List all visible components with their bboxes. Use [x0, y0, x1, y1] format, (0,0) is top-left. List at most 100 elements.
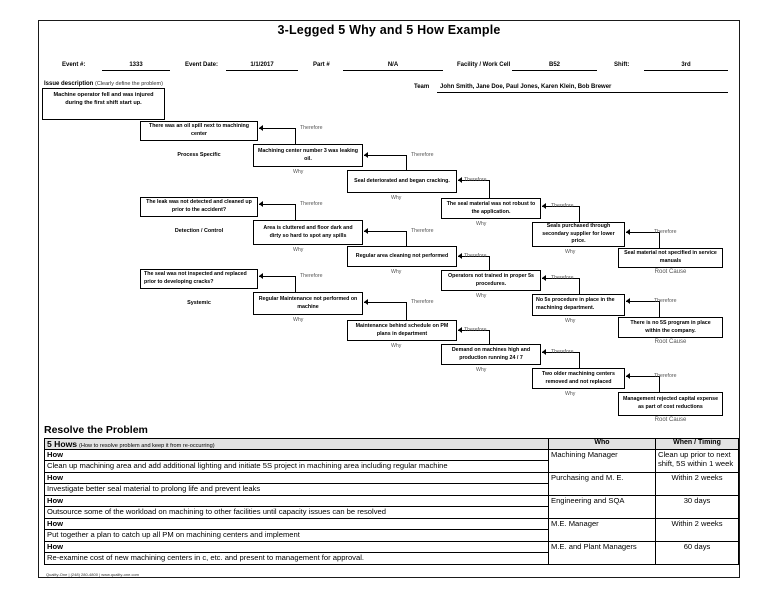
who-value-5[interactable]: M.E. and Plant Managers [548, 541, 656, 565]
table-title-cell: 5 Hows (How to resolve problem and keep … [44, 438, 549, 450]
how-text-1[interactable]: Clean up machining area and add addition… [44, 460, 549, 473]
table-row: How M.E. Manager Within 2 weeks [44, 518, 739, 542]
how-label-2: How [44, 472, 549, 484]
connector-leg3-2 [364, 299, 407, 324]
connector-leg1-1 [259, 125, 296, 150]
connector-leg2-1 [259, 201, 296, 226]
when-value-3[interactable]: 30 days [655, 495, 739, 519]
leg-label-systemic: Systemic [187, 300, 211, 306]
event-number-value[interactable]: 1333 [129, 62, 143, 68]
therefore-label-leg3-3: Therefore [464, 327, 487, 333]
why-box-leg2-1[interactable]: The leak was not detected and cleaned up… [140, 197, 258, 217]
therefore-label-leg2-5: Therefore [654, 298, 677, 304]
therefore-label-leg3-2: Therefore [411, 299, 434, 305]
who-value-4[interactable]: M.E. Manager [548, 518, 656, 542]
facility-rule [512, 58, 597, 71]
why-box-leg2-6-root[interactable]: There is no 5S program in place within t… [618, 317, 723, 338]
why-box-leg3-3[interactable]: Maintenance behind schedule on PM plans … [347, 320, 457, 341]
event-number-rule [102, 58, 170, 71]
why-box-leg1-1[interactable]: There was an oil spill next to machining… [140, 121, 258, 141]
why-box-leg1-4[interactable]: The seal material was not robust to the … [441, 198, 541, 219]
column-header-when: When / Timing [655, 438, 739, 450]
why-box-leg3-1[interactable]: The seal was not inspected and replaced … [140, 269, 258, 289]
how-label-1: How [44, 449, 549, 461]
who-value-2[interactable]: Purchasing and M. E. [548, 472, 656, 496]
how-label-4: How [44, 518, 549, 530]
when-value-2[interactable]: Within 2 weeks [655, 472, 739, 496]
connector-leg2-4 [542, 275, 580, 298]
when-value-1[interactable]: Clean up prior to next shift, 5S within … [655, 449, 739, 473]
leg-label-process-specific: Process Specific [177, 152, 221, 158]
therefore-label-leg3-4: Therefore [551, 349, 574, 355]
therefore-label-leg1-1: Therefore [300, 125, 323, 131]
why-box-leg3-2[interactable]: Regular Maintenance not performed on mac… [253, 292, 363, 315]
why-label-leg2-3: Why [476, 293, 487, 299]
event-date-rule [226, 58, 298, 71]
why-box-leg2-5[interactable]: No 5s procedure in place in the machinin… [532, 294, 625, 316]
table-row: How M.E. and Plant Managers 60 days [44, 541, 739, 565]
connector-leg3-1 [259, 273, 296, 298]
how-text-5[interactable]: Re-examine cost of new machining centers… [44, 552, 549, 565]
why-label-leg3-4: Why [565, 391, 576, 397]
why-box-leg2-2[interactable]: Area is cluttered and floor dark and dir… [253, 220, 363, 245]
why-box-leg1-2[interactable]: Machining center number 3 was leaking oi… [253, 144, 363, 167]
table-row: How Purchasing and M. E. Within 2 weeks [44, 472, 739, 496]
facility-value[interactable]: B52 [548, 62, 560, 68]
why-label-leg1-4: Why [565, 249, 576, 255]
why-label-leg2-1: Why [293, 247, 304, 253]
part-number-value[interactable]: N/A [387, 62, 399, 68]
therefore-label-leg2-2: Therefore [411, 228, 434, 234]
how-text-4[interactable]: Put together a plan to catch up all PM o… [44, 529, 549, 542]
shift-value[interactable]: 3rd [681, 62, 691, 68]
why-box-leg3-5[interactable]: Two older machining centers removed and … [532, 368, 625, 389]
issue-description-label: Issue description (Clearly define the pr… [44, 81, 163, 87]
why-box-leg3-4[interactable]: Demand on machines high and production r… [441, 344, 541, 365]
therefore-label-leg1-2: Therefore [411, 152, 434, 158]
connector-leg2-5 [626, 298, 660, 321]
table-row: How Machining Manager Clean up prior to … [44, 449, 739, 473]
column-header-who: Who [548, 438, 656, 450]
connector-leg2-2 [364, 228, 407, 253]
therefore-label-leg1-3: Therefore [464, 177, 487, 183]
therefore-label-leg1-4: Therefore [551, 203, 574, 209]
why-box-leg2-4[interactable]: Operators not trained in proper 5s proce… [441, 270, 541, 291]
team-value[interactable]: John Smith, Jane Doe, Paul Jones, Karen … [440, 84, 612, 90]
therefore-label-leg3-5: Therefore [654, 373, 677, 379]
therefore-label-leg1-5: Therefore [654, 229, 677, 235]
who-value-3[interactable]: Engineering and SQA [548, 495, 656, 519]
why-label-leg1-1: Why [293, 169, 304, 175]
how-text-2[interactable]: Investigate better seal material to prol… [44, 483, 549, 496]
issue-description-box[interactable]: Machine operator fell and was injured du… [42, 88, 165, 120]
how-label-3: How [44, 495, 549, 507]
who-value-1[interactable]: Machining Manager [548, 449, 656, 473]
shift-label: Shift: [614, 62, 630, 68]
facility-label: Facility / Work Cell [457, 62, 511, 68]
shift-rule [644, 58, 728, 71]
why-box-leg1-5[interactable]: Seals purchased through secondary suppli… [532, 222, 625, 247]
table-row: Re-examine cost of new machining centers… [44, 552, 739, 565]
connector-leg3-3 [458, 327, 490, 350]
why-label-leg2-2: Why [391, 269, 402, 275]
why-box-leg2-3[interactable]: Regular area cleaning not performed [347, 246, 457, 267]
table-row: How Engineering and SQA 30 days [44, 495, 739, 519]
connector-leg3-5 [626, 373, 660, 396]
when-value-4[interactable]: Within 2 weeks [655, 518, 739, 542]
why-box-leg3-6-root[interactable]: Management rejected capital expense as p… [618, 392, 723, 416]
why-box-leg1-3[interactable]: Seal deteriorated and began cracking. [347, 170, 457, 193]
issue-description-hint: (Clearly define the problem) [95, 81, 163, 87]
why-box-leg1-6-root[interactable]: Seal material not specified in service m… [618, 248, 723, 268]
how-text-3[interactable]: Outsource some of the workload on machin… [44, 506, 549, 519]
table-subtitle: (How to resolve problem and keep it from… [79, 443, 215, 449]
root-cause-label-leg3: Root Cause [654, 417, 687, 423]
five-hows-table: 5 Hows (How to resolve problem and keep … [44, 438, 739, 565]
part-number-label: Part # [313, 62, 330, 68]
page-title: 3-Legged 5 Why and 5 How Example [277, 23, 501, 37]
why-label-leg1-3: Why [476, 221, 487, 227]
why-label-leg1-2: Why [391, 195, 402, 201]
connector-leg1-2 [364, 152, 407, 177]
therefore-label-leg2-3: Therefore [464, 253, 487, 259]
event-date-value[interactable]: 1/1/2017 [250, 62, 274, 68]
when-value-5[interactable]: 60 days [655, 541, 739, 565]
why-label-leg3-2: Why [391, 343, 402, 349]
